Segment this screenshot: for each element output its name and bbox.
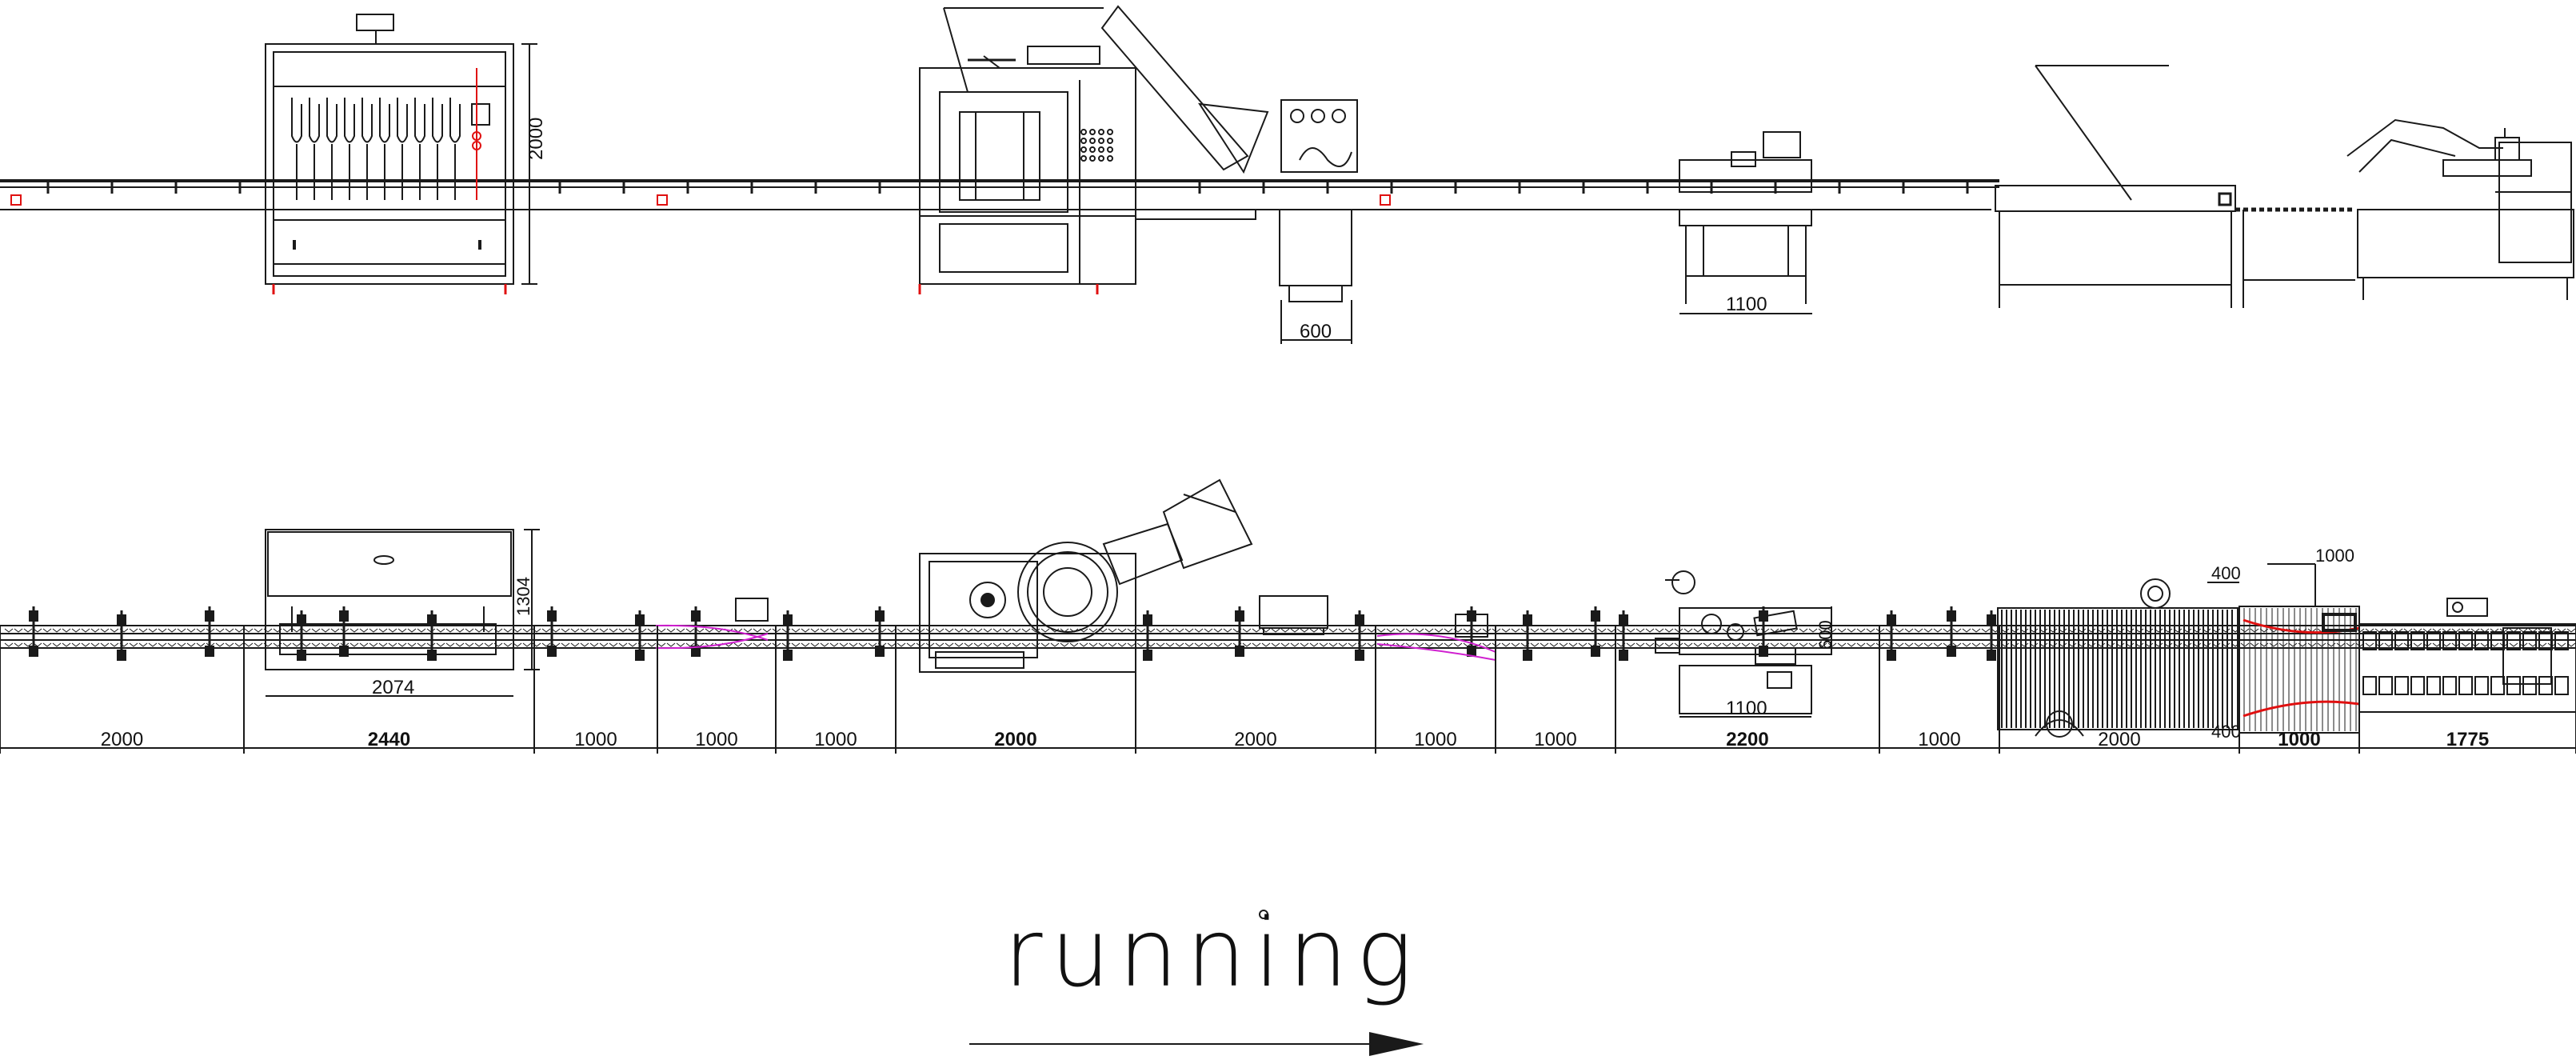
dimension-label: 2440: [368, 729, 410, 750]
top-view: 1304 2074: [0, 478, 2576, 754]
tunnel-top-dim: 400: [2211, 563, 2241, 583]
dimension-label: 1000: [1918, 729, 1960, 750]
side-filler-height-dim: 2000: [525, 118, 547, 160]
running-label: running: [1004, 898, 1420, 1008]
dimension-label: 2000: [994, 729, 1036, 750]
dimension-label: 1000: [1534, 729, 1576, 750]
tunnel-bottom-dim: 400: [2211, 722, 2241, 742]
dimension-label: 2200: [1726, 729, 1768, 750]
dimension-label: 2000: [101, 729, 143, 750]
cap-feeder-top: [1259, 595, 1328, 635]
shrink-wrapper-side: [2346, 118, 2574, 300]
dimension-label: 1000: [695, 729, 737, 750]
labeling-machine-side: 1100: [1679, 131, 1812, 315]
top-filler-length-dim: 2074: [372, 677, 414, 698]
flow-indicator: running: [969, 898, 1424, 1056]
dimension-label: 1775: [2446, 729, 2489, 750]
side-labeler-width-dim: 1100: [1726, 294, 1767, 315]
dimension-label: 1000: [574, 729, 617, 750]
side-capper-base-dim: 600: [1300, 321, 1332, 342]
dimension-label: 1000: [814, 729, 857, 750]
top-conveyor: [0, 606, 2576, 661]
dimension-label: 2000: [1234, 729, 1276, 750]
flow-arrowhead: [1369, 1032, 1424, 1056]
dimension-label: 1000: [1414, 729, 1456, 750]
cap-feeder-side: 600: [1135, 99, 1358, 344]
dimension-label: 2000: [2098, 729, 2140, 750]
side-conveyor: [0, 179, 1999, 210]
side-view: 2000: [0, 5, 2574, 344]
top-labeler-width-dim: 1100: [1726, 698, 1767, 719]
shrink-wrapper-top: 1000: [2239, 546, 2576, 734]
top-labeler-depth-dim: 600: [1815, 620, 1835, 650]
packer-top-dim: 1000: [2315, 546, 2354, 566]
filling-machine-top: 1304 2074: [265, 529, 540, 698]
capping-machine-top: [919, 478, 1253, 673]
capping-machine-side: [918, 5, 1269, 294]
dimension-label: 1000: [2278, 729, 2320, 750]
dimension-chain: 2000 2440 1000 1000 1000 2000 2000 1000 1000 2200…: [0, 626, 2576, 754]
shrink-tunnel-top: 400 400: [1997, 563, 2241, 742]
shrink-tunnel-side: [1995, 65, 2355, 308]
filling-machine-side: 2000: [265, 14, 547, 294]
top-filler-depth-dim: 1304: [513, 577, 533, 616]
transfer-guides: [655, 598, 1496, 661]
labeling-machine-top: 1100 600: [1655, 570, 1835, 719]
